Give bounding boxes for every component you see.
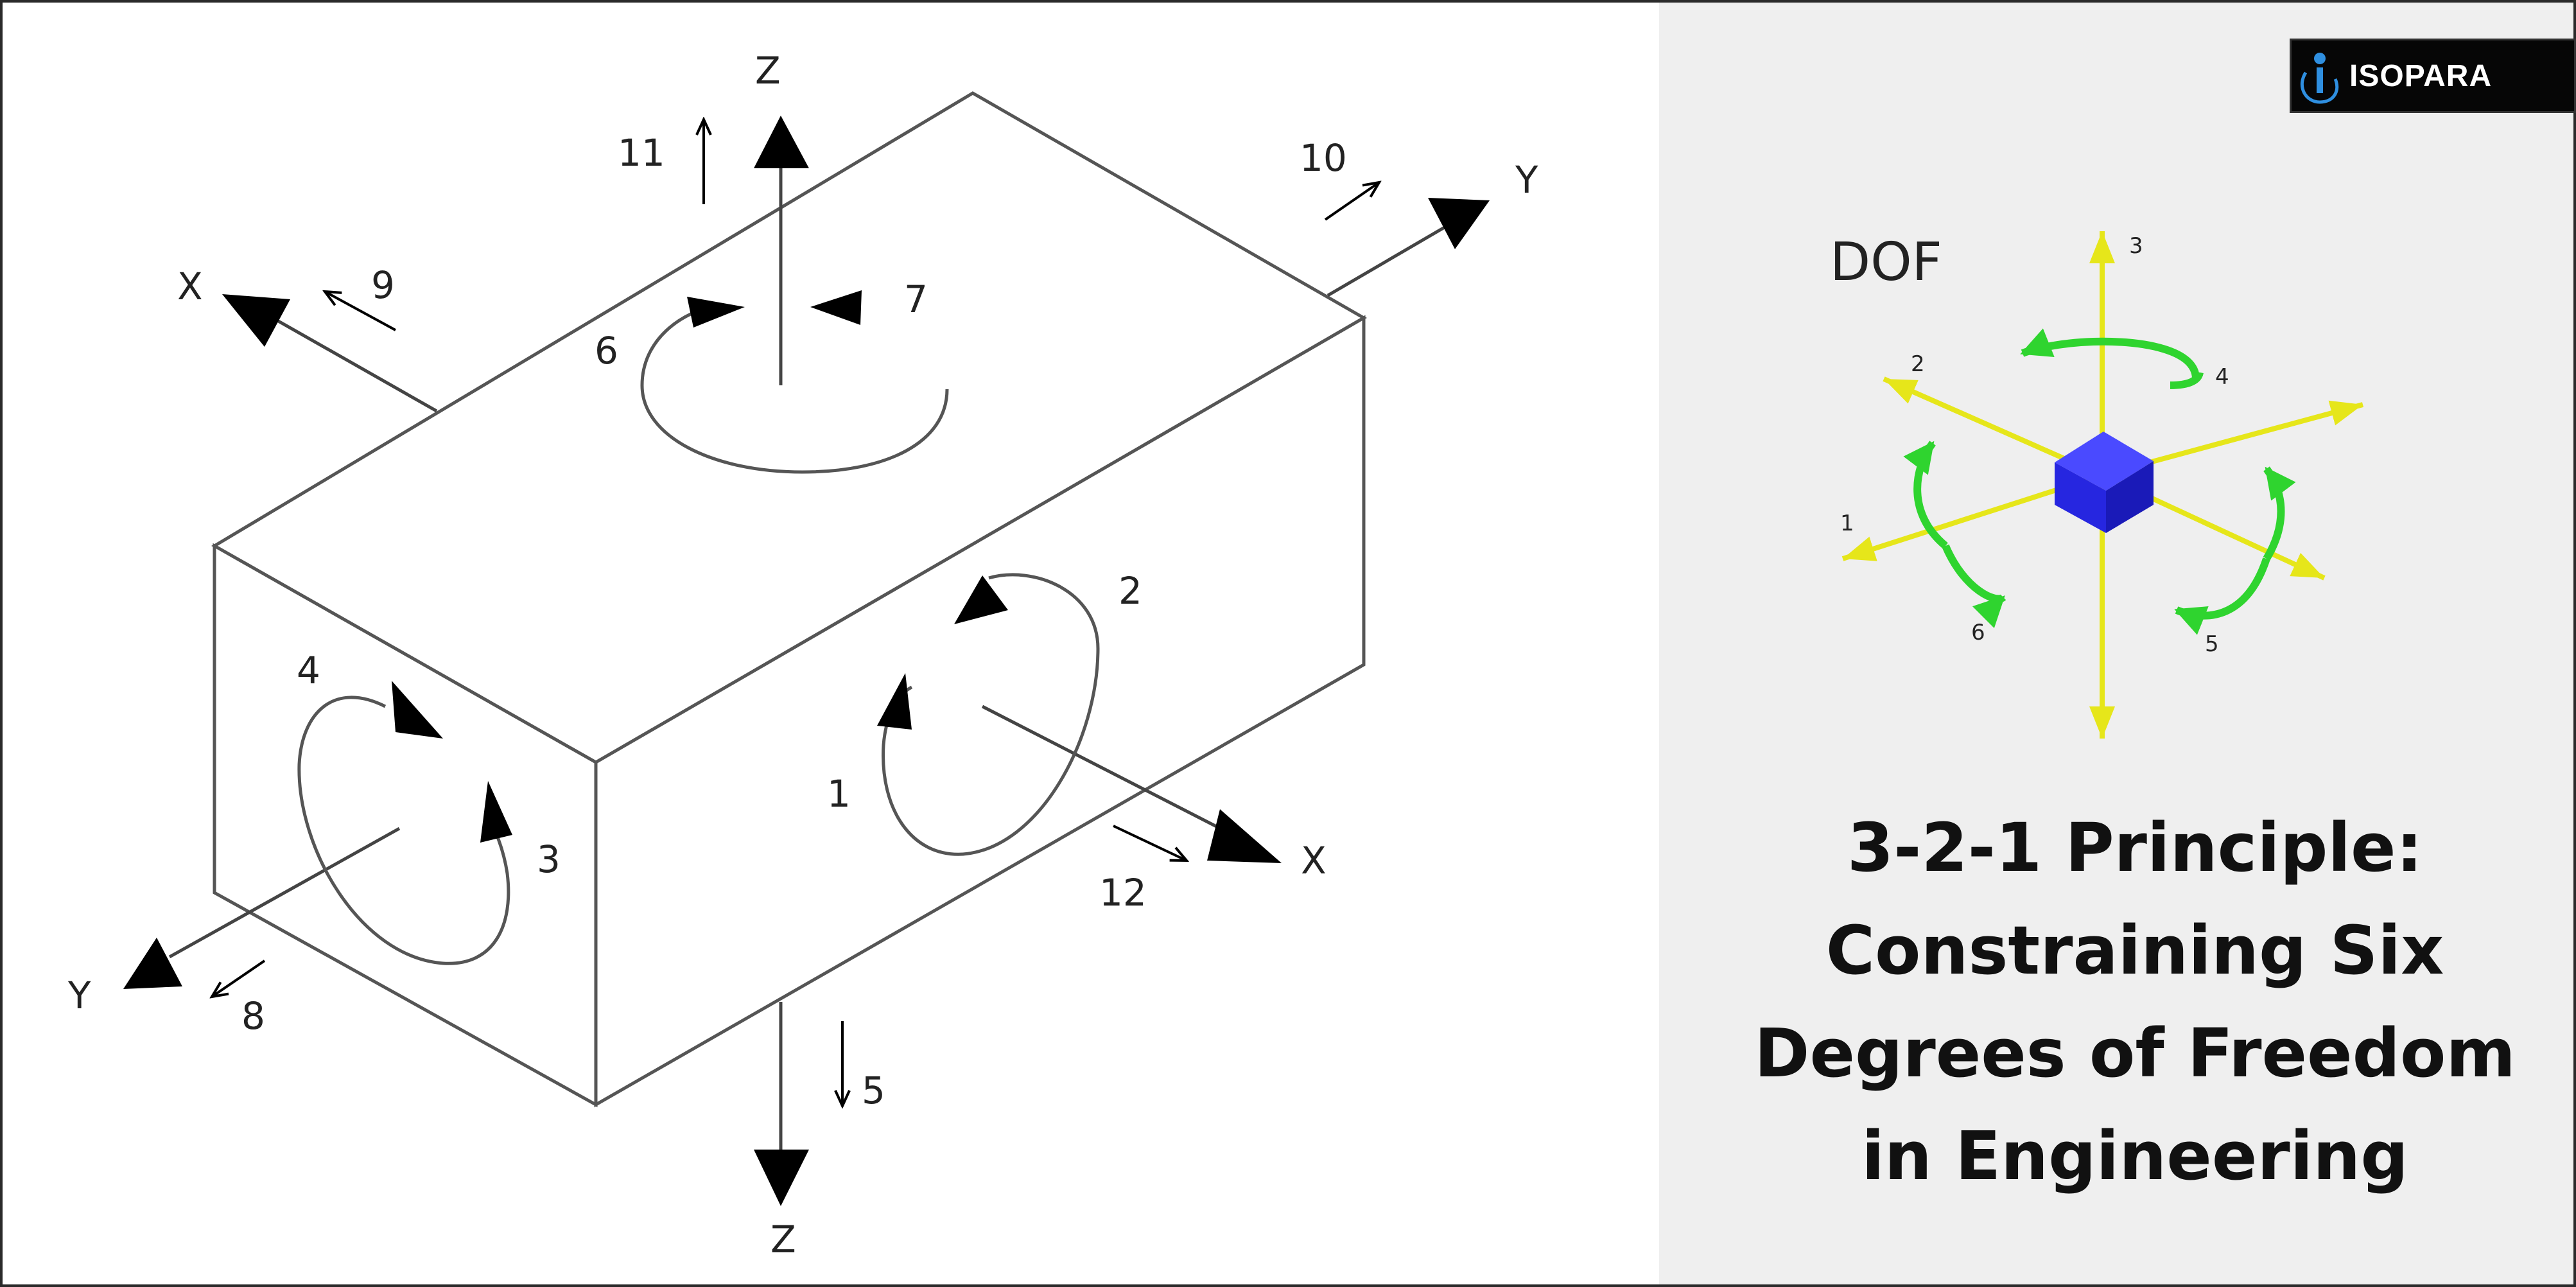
title-line-3: Degrees of Freedom	[1754, 1014, 2516, 1092]
title-line-4: in Engineering	[1861, 1117, 2408, 1195]
number-2: 2	[1118, 569, 1142, 613]
translation-arrows	[212, 119, 1379, 1106]
title-line-1: 3-2-1 Principle:	[1847, 809, 2423, 887]
isopara-logo: ISOPARA	[2290, 39, 2576, 113]
number-8: 8	[241, 994, 265, 1038]
arrow-8	[212, 959, 266, 997]
dof-rotation-5a	[2263, 466, 2296, 561]
dof-number-3: 3	[2129, 233, 2143, 259]
dof-cube-right	[2106, 461, 2154, 533]
dof-number-1: 1	[1840, 511, 1854, 536]
number-12: 12	[1099, 871, 1147, 915]
arrow-10	[1324, 182, 1379, 221]
number-9: 9	[371, 263, 395, 307]
block	[211, 91, 1368, 1108]
label-x-left: X	[177, 265, 203, 308]
dof-rotation-4	[2020, 328, 2200, 380]
dof-panel	[1659, 3, 2573, 1284]
label-x-right: X	[1301, 839, 1327, 882]
rotation-right-ellipse	[882, 573, 1100, 856]
dof-cube	[2055, 432, 2154, 533]
dof-number-2: 2	[1911, 351, 1925, 377]
dof-diagram: DOF 1 2 3 4 5 6	[1830, 231, 2364, 739]
rotation-1-arrowhead	[877, 673, 912, 730]
rotation-7-arrowhead	[810, 290, 862, 325]
y-right-arrowhead	[1428, 198, 1490, 249]
rotation-4-arrowhead	[392, 681, 443, 739]
z-bottom-arrowhead	[754, 1150, 809, 1206]
dof-cube-left	[2055, 462, 2106, 533]
block-left-face	[213, 543, 598, 1108]
number-10: 10	[1300, 136, 1347, 180]
number-1: 1	[827, 772, 851, 816]
dof-number-4: 4	[2215, 364, 2229, 390]
arrow-9	[325, 292, 396, 331]
label-y-left: Y	[67, 974, 91, 1017]
dof-rotation-6b	[1942, 544, 2006, 629]
page-title: 3-2-1 Principle: Constraining Six Degree…	[1727, 796, 2543, 1207]
dof-rotation-6a	[1903, 441, 1948, 549]
z-top-arrowhead	[754, 116, 809, 168]
logo-mark-icon	[2292, 40, 2349, 111]
x-left-axis	[275, 318, 438, 413]
rotation-6-arrowhead	[687, 297, 745, 328]
x-right-axis	[981, 705, 1234, 837]
number-6: 6	[595, 329, 618, 372]
label-z-top: Z	[755, 49, 781, 92]
axis-arrows	[123, 116, 1490, 1206]
rotation-left-ellipse	[297, 696, 510, 965]
rotations	[297, 290, 1100, 965]
label-z-bottom: Z	[770, 1218, 796, 1261]
rotation-top-ellipse	[640, 303, 949, 474]
number-3: 3	[537, 837, 561, 881]
label-y-right: Y	[1515, 158, 1538, 202]
x-left-arrowhead	[222, 294, 290, 347]
y-right-axis	[1327, 222, 1452, 297]
dof-numbers: 1 2 3 4 5 6 7 8 9 10 11 12	[241, 131, 1347, 1112]
y-left-arrowhead	[123, 938, 182, 989]
dof-number-6: 6	[1971, 620, 1985, 645]
arrow-12	[1113, 825, 1187, 861]
x-right-arrowhead	[1207, 809, 1282, 863]
dof-rotation-5b	[2174, 557, 2270, 635]
axis-labels: Z Z Y Y X X	[67, 49, 1538, 1261]
logo-text: ISOPARA	[2349, 58, 2493, 93]
dof-number-5: 5	[2205, 631, 2219, 657]
rotation-2-arrowhead	[954, 575, 1008, 624]
number-5: 5	[862, 1069, 885, 1112]
number-4: 4	[297, 649, 320, 692]
number-7: 7	[904, 277, 928, 321]
dof-rotations	[1903, 328, 2296, 635]
y-left-axis	[168, 827, 401, 959]
number-11: 11	[618, 131, 665, 175]
dof-cube-top	[2055, 432, 2154, 491]
dof-heading: DOF	[1830, 232, 1942, 293]
title-line-2: Constraining Six	[1825, 911, 2444, 990]
rotation-3-arrowhead	[480, 781, 512, 843]
dof-rotation-4b	[2170, 371, 2204, 389]
